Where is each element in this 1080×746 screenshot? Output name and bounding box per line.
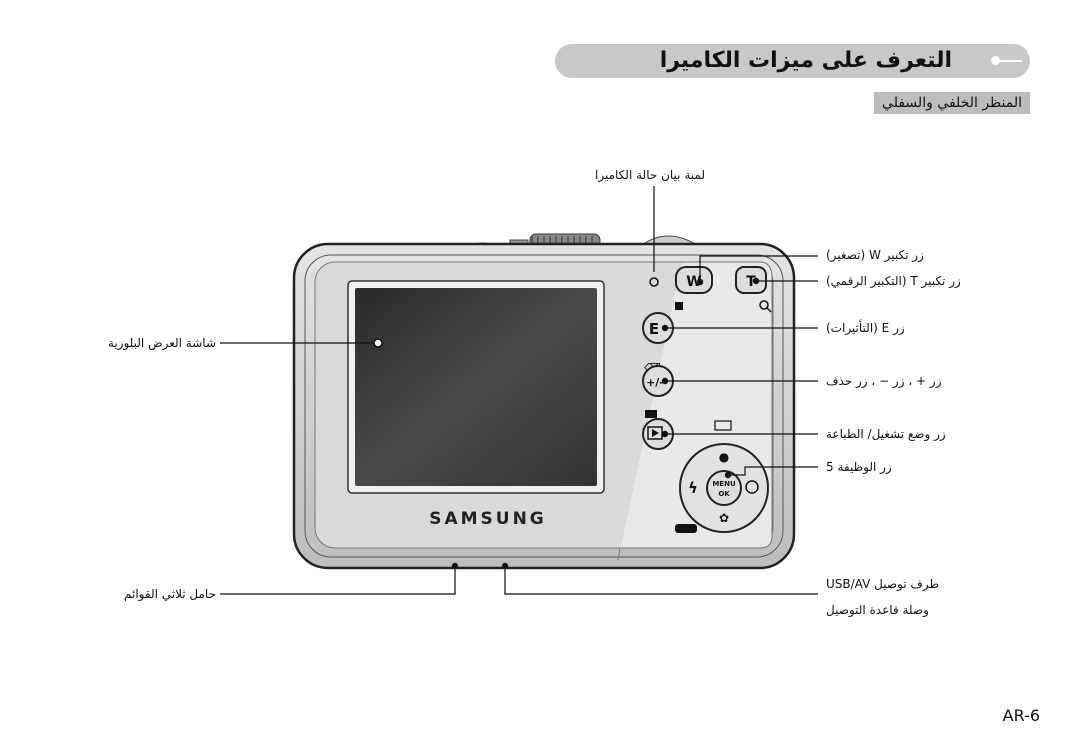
- self-timer-icon: [745, 480, 759, 494]
- lcd-screen: [355, 288, 597, 486]
- svg-text:MENU: MENU: [712, 480, 736, 488]
- leader-lines: [220, 186, 818, 595]
- microphone-icon: ●: [719, 450, 729, 464]
- label-five-function: ﺯﺭ ﺍﻟﻮﻇﻴﻔﺔ 5: [826, 460, 892, 474]
- svg-text:OK: OK: [718, 490, 730, 498]
- title-bar: ﺍﻟﺘﻌﺮﻑ ﻋﻠﻰ ﻣﻴﺰﺍﺕ ﺍﻟﻜﺎﻣﻴﺮﺍ: [555, 44, 1030, 78]
- label-t-button: ﺯﺭ ﺗﻜﺒﻴﺮ T (ﺍﻟﺘﻜﺒﻴﺮ ﺍﻟﺮﻗﻤﻲ): [826, 274, 961, 288]
- flash-icon: ϟ: [688, 479, 698, 497]
- t-zoom-button[interactable]: [735, 266, 767, 294]
- page-number: AR-6: [1002, 706, 1040, 725]
- thumbnail-icon: [675, 302, 683, 310]
- magnify-icon: [759, 300, 769, 310]
- macro-icon: ✿: [719, 511, 729, 525]
- page-title: ﺍﻟﺘﻌﺮﻑ ﻋﻠﻰ ﻣﻴﺰﺍﺕ ﺍﻟﻜﺎﻣﻴﺮﺍ: [659, 48, 952, 73]
- label-play-button: ﺯﺭ ﻭﺿﻊ ﺗﺸﻐﻴﻞ/ ﺍﻟﻄﺒﺎﻋﺔ: [826, 427, 946, 441]
- label-w-button: ﺯﺭ ﺗﻜﺒﻴﺮ W (ﺗﺼﻐﻴﺮ): [826, 248, 924, 262]
- title-line-decoration: [992, 60, 1022, 62]
- play-pause-icon: [675, 524, 697, 533]
- label-plus-minus-button: ﺯﺭ + ، ﺯﺭ − ، ﺯﺭ ﺣﺬﻑ: [826, 374, 942, 388]
- lcd-pointer: [373, 338, 383, 348]
- label-tripod: ﺣﺎﻣﻞ ﺛﻼﺛﻲ ﺍﻟﻘﻮﺍﺋﻢ: [124, 587, 216, 601]
- printer-icon: [645, 410, 657, 418]
- leader-points: [451, 277, 760, 570]
- label-connection-base: ﻭﺻﻠﺔ ﻗﺎﻋﺪﺓ ﺍﻟﺘﻮﺻﻴﻞ: [826, 603, 929, 617]
- svg-text:+/-: +/-: [646, 376, 664, 389]
- menu-ok-button[interactable]: [706, 470, 742, 506]
- label-lcd: ﺷﺎﺷﺔ ﺍﻟﻌﺮﺽ ﺍﻟﺒﻠﻮﺭﻳﺔ: [107, 336, 216, 350]
- status-lamp: [649, 277, 659, 287]
- w-zoom-button[interactable]: [675, 266, 713, 294]
- svg-text:W: W: [686, 274, 701, 290]
- samsung-logo: SAMSUNG: [429, 509, 547, 529]
- svg-text:E: E: [649, 320, 659, 338]
- label-status-lamp: ﻟﻤﺒﺔ ﺑﻴﺎﻥ ﺣﺎﻟﺔ ﺍﻟﻜﺎﻣﻴﺮﺍ: [595, 168, 705, 182]
- label-usb-av: ﻃﺮﻑ ﺗﻮﺻﻴﻞ USB/AV: [826, 577, 940, 591]
- svg-text:T: T: [746, 274, 756, 290]
- section-subtitle: ﺍﻟﻤﻨﻈﺮ ﺍﻟﺨﻠﻔﻲ ﻭﺍﻟﺴﻔﻠﻲ: [874, 92, 1030, 114]
- voice-memo-icon: [714, 420, 732, 431]
- label-e-button: ﺯﺭ E (ﺍﻟﺘﺄﺛﻴﺮﺍﺕ): [826, 321, 905, 335]
